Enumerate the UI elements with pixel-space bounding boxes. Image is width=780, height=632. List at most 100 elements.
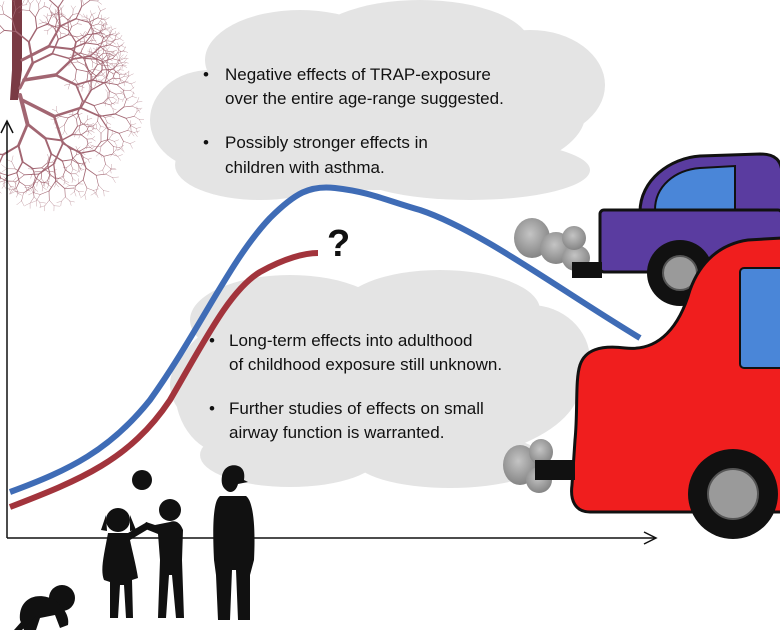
bronchus-branch [31,52,54,65]
bronchus-branch [61,159,73,162]
bronchus-branch [108,134,113,140]
bronchus-branch [58,12,65,15]
bronchus-branch [111,38,117,42]
bronchus-branch [115,59,119,67]
bronchus-branch [105,163,111,169]
bronchus-branch [133,116,140,120]
bronchus-branch [86,138,89,145]
bronchus-branch [54,8,58,13]
bronchus-branch [102,169,105,175]
bronchus-branch [106,57,108,64]
bronchus-branch [104,50,113,53]
bronchus-branch [29,10,36,18]
bronchus-branch [54,14,58,22]
bronchus-branch [121,147,125,153]
bronchus-branch [59,17,77,27]
bronchus-branch [105,27,111,29]
bronchus-branch [109,104,114,109]
bronchus-branch [109,33,115,36]
bronchus-branch [43,14,47,19]
bronchus-branch [40,181,44,188]
bronchus-branch [84,187,88,195]
bronchus-branch [0,153,4,156]
bronchus-branch [25,0,29,5]
bronchus-branch [97,0,100,2]
bronchus-branch [113,146,120,148]
bronchus-branch [61,196,66,202]
bronchus-branch [124,75,129,83]
bronchus-branch [102,24,104,30]
bronchus-branch [130,123,137,126]
bronchus-branch [64,182,70,186]
bronchus-branch [1,1,5,8]
bronchus-branch [28,192,34,196]
bronchus-branch [39,202,42,208]
bronchus-branch [104,19,108,26]
bronchial-tree [0,0,144,212]
bronchus-branch [36,182,38,187]
bronchus-branch [47,154,49,159]
bronchus-branch [29,196,35,204]
bronchus-branch [56,12,58,19]
bronchus-branch [62,169,66,177]
bronchus-branch [87,144,91,148]
bronchus-branch [60,32,67,35]
bronchus-branch [87,159,90,163]
bronchus-branch [21,0,25,6]
bronchus-branch [45,182,50,186]
bronchus-branch [96,128,102,134]
bronchus-branch [79,147,86,152]
bronchus-branch [52,109,57,112]
bronchus-branch [49,175,55,177]
bronchus-branch [54,20,58,30]
bronchus-branch [92,69,103,81]
bronchus-branch [116,54,119,61]
bronchus-branch [36,0,39,5]
bronchus-branch [114,99,117,103]
bronchus-branch [116,46,121,52]
bronchus-branch [136,128,138,134]
bronchus-branch [26,122,47,140]
bronchus-branch [109,51,115,54]
bronchus-branch [87,131,89,136]
bronchus-branch [93,190,97,196]
y-axis-arrowhead [0,119,14,134]
bronchus-branch [117,72,122,74]
lung-illustration [0,0,144,212]
bronchus-branch [101,17,106,20]
general-population-curve [8,184,642,495]
car-exhaust-puffs [514,218,590,271]
bronchus-branch [96,33,104,38]
bronchus-branch [75,128,80,134]
bronchus-branch [101,74,106,79]
bronchus-branch [77,61,86,66]
bottom-bullet-1-line-2: of childhood exposure still unknown. [229,355,502,374]
bronchus-branch [93,68,100,71]
bronchus-branch [89,123,94,126]
bronchus-branch [16,200,22,205]
bronchus-branch [35,177,42,183]
bronchus-branch [52,106,83,118]
bronchus-branch [0,13,5,15]
bronchus-branch [0,180,5,183]
bronchus-branch [61,14,69,21]
bronchus-branch [1,164,7,169]
bronchus-branch [11,155,14,162]
bronchus-branch [130,86,135,91]
bronchus-branch [75,33,88,43]
bronchus-branch [71,159,79,164]
bronchus-branch [47,184,49,189]
bronchus-branch [87,141,92,144]
bronchus-branch [64,117,69,126]
bronchus-branch [103,37,107,43]
bottom-bullet-2-line-2: airway function is warranted. [229,423,444,442]
bronchus-branch [92,14,95,20]
bronchus-branch [2,144,20,156]
bronchus-branch [108,65,113,70]
bronchus-branch [87,50,92,53]
bronchus-branch [104,17,110,21]
car-window [653,164,736,211]
bronchus-branch [29,185,33,189]
bronchus-branch [44,137,53,155]
bronchus-branch [114,139,119,142]
